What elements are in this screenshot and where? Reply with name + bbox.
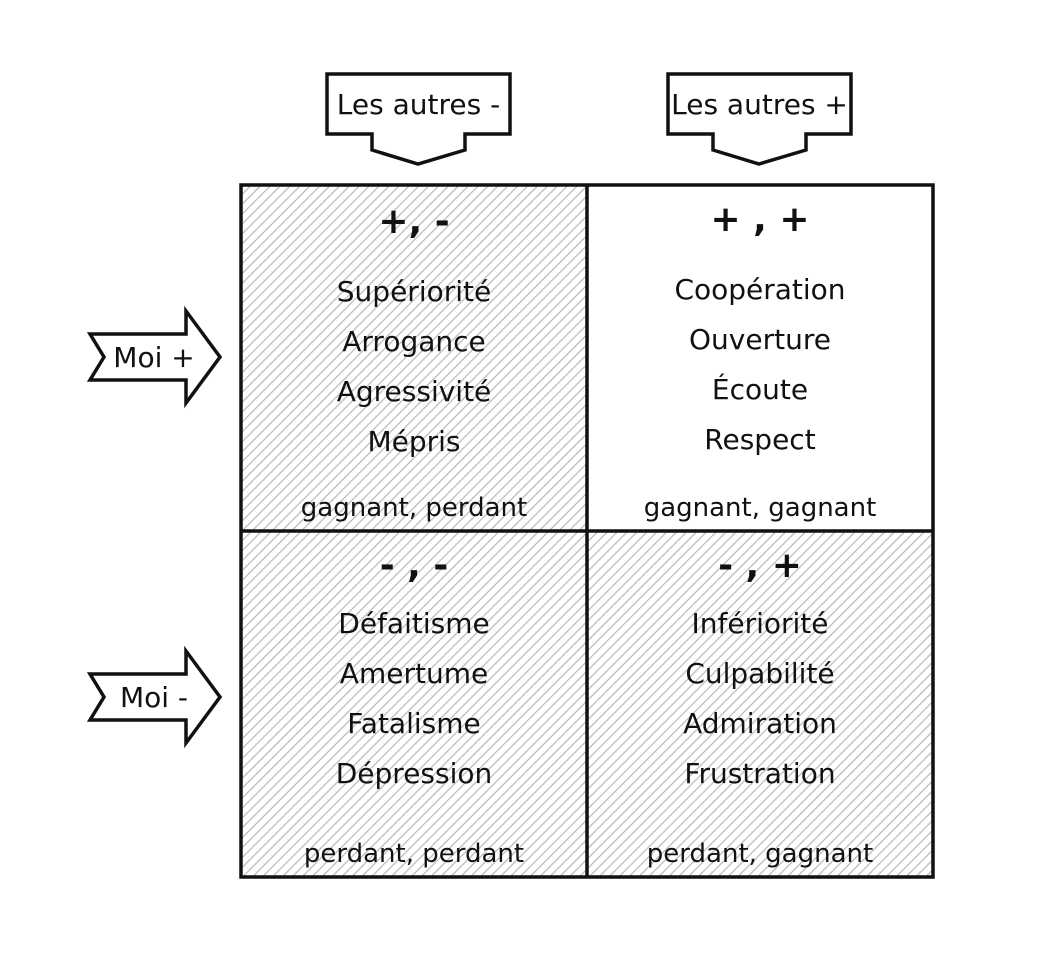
quadrant-outcome: perdant, gagnant — [646, 839, 874, 869]
trait-item: Mépris — [367, 425, 461, 458]
trait-item: Écoute — [711, 373, 809, 406]
column-label-others-positive: Les autres + — [671, 87, 848, 121]
quadrant-outcome: gagnant, perdant — [300, 493, 528, 523]
trait-item: Culpabilité — [685, 657, 835, 690]
column-arrow-left-shape — [325, 72, 512, 166]
trait-item: Défaitisme — [338, 607, 490, 640]
trait-item: Coopération — [674, 273, 846, 306]
quadrant-sign: +, - — [378, 201, 450, 242]
trait-item: Supériorité — [336, 275, 492, 308]
quadrant-top-right: + , + Coopération Ouverture Écoute Respe… — [589, 187, 931, 529]
trait-item: Agressivité — [336, 375, 492, 408]
trait-item: Ouverture — [689, 323, 831, 356]
quadrant-sign: + , + — [710, 199, 810, 240]
quadrant-outcome: perdant, perdant — [303, 839, 525, 869]
trait-list: Coopération Ouverture Écoute Respect — [589, 265, 931, 465]
column-arrow-right-shape — [666, 72, 853, 166]
quadrant-outcome: gagnant, gagnant — [643, 493, 877, 523]
trait-item: Amertume — [339, 657, 489, 690]
trait-list: Infériorité Culpabilité Admiration Frust… — [589, 599, 931, 799]
trait-item: Respect — [704, 423, 816, 456]
trait-list: Supériorité Arrogance Agressivité Mépris — [243, 267, 585, 467]
quadrant-top-left: +, - Supériorité Arrogance Agressivité M… — [243, 187, 585, 529]
trait-item: Frustration — [684, 757, 836, 790]
row-label-me-positive: Moi + — [113, 340, 195, 374]
quadrant-top-left-fill — [241, 185, 587, 531]
quadrant-bottom-left-fill — [241, 531, 587, 877]
quadrant-sign: - , + — [718, 545, 802, 586]
trait-item: Infériorité — [691, 607, 829, 640]
quadrant-top-right-fill — [587, 185, 933, 531]
quadrant-bottom-right: - , + Infériorité Culpabilité Admiration… — [589, 533, 931, 875]
row-label-me-negative: Moi - — [119, 680, 189, 714]
trait-list: Défaitisme Amertume Fatalisme Dépression — [243, 599, 585, 799]
trait-item: Dépression — [335, 757, 493, 790]
trait-item: Fatalisme — [347, 707, 481, 740]
trait-item: Arrogance — [342, 325, 486, 358]
quadrant-bottom-left: - , - Défaitisme Amertume Fatalisme Dépr… — [243, 533, 585, 875]
column-label-others-negative: Les autres - — [336, 87, 501, 121]
quadrant-sign: - , - — [379, 545, 449, 586]
row-arrow-bottom-shape — [86, 645, 223, 749]
trait-item: Admiration — [683, 707, 837, 740]
row-arrow-top-shape — [86, 305, 223, 409]
quadrant-bottom-right-fill — [587, 531, 933, 877]
